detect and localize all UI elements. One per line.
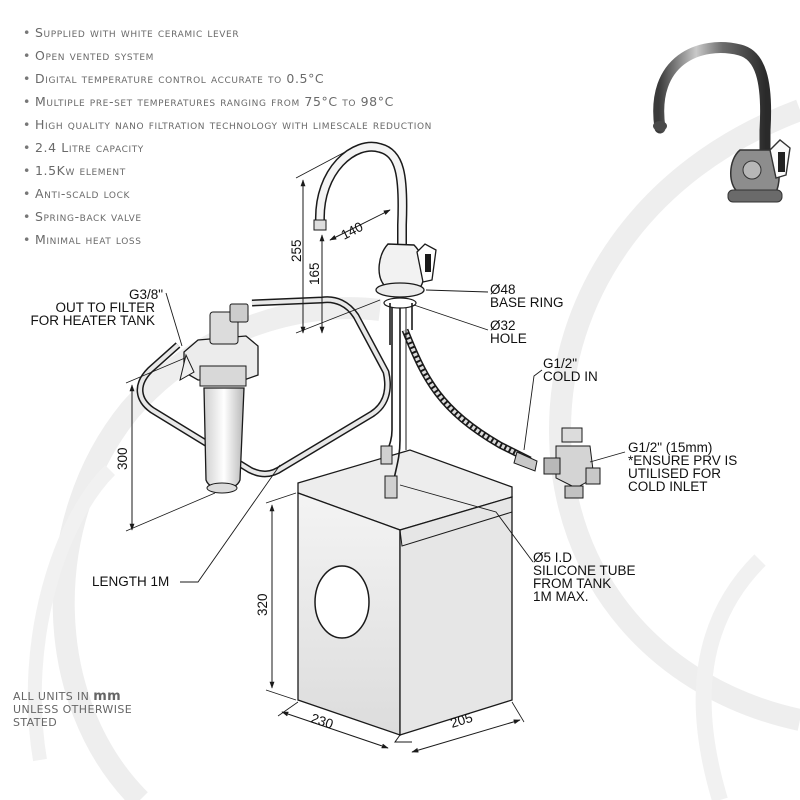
callout-hose-length: LENGTH 1M <box>92 574 169 589</box>
bullet-icon: • <box>23 71 31 86</box>
feature-text: Open vented system <box>35 48 154 63</box>
units-note-text: stated <box>13 716 58 729</box>
units-note: all units in mm unless otherwise stated <box>13 690 132 729</box>
bullet-icon: • <box>23 232 31 247</box>
dim-tank-depth: 205 <box>448 710 474 731</box>
bullet-icon: • <box>23 163 31 178</box>
feature-item: • Spring-back valve <box>23 208 432 231</box>
bullet-icon: • <box>23 209 31 224</box>
callout-line: G3/8" <box>129 287 163 302</box>
bullet-icon: • <box>23 48 31 63</box>
braided-hose <box>136 296 391 478</box>
feature-text: Digital temperature control accurate to … <box>35 71 325 86</box>
tank-display-window <box>314 565 370 639</box>
base-ring <box>375 282 425 298</box>
tap-photo <box>653 42 791 203</box>
dim-filter-height: 300 <box>115 447 130 470</box>
leader-lines <box>165 289 626 583</box>
callout-line: COLD INLET <box>628 479 708 494</box>
callout-line: Ø48 <box>490 282 516 297</box>
callout-hole: Ø32 HOLE <box>490 318 527 346</box>
callout-line: Ø32 <box>490 318 516 333</box>
callout-line: FOR HEATER TANK <box>30 313 155 328</box>
callout-line: OUT TO FILTER <box>55 300 155 315</box>
callout-cold-in: G1/2" COLD IN <box>543 356 598 384</box>
feature-item: • Supplied with white ceramic lever <box>23 24 432 47</box>
callout-line: COLD IN <box>543 369 598 384</box>
callout-line: BASE RING <box>490 295 564 310</box>
callout-line: G1/2" (15mm) <box>628 440 712 455</box>
callout-base-ring: Ø48 BASE RING <box>490 282 564 310</box>
bullet-icon: • <box>23 140 31 155</box>
callout-line: FROM TANK <box>533 576 611 591</box>
feature-item: • Anti-scald lock <box>23 185 432 208</box>
callout-line: Ø5 I.D <box>533 550 572 565</box>
dimension-lines <box>125 151 525 753</box>
feature-text: Supplied with white ceramic lever <box>35 25 240 40</box>
callout-line: 1M MAX. <box>533 589 589 604</box>
bullet-icon: • <box>23 94 31 109</box>
feature-text: 1.5Kw element <box>35 163 126 178</box>
bullet-icon: • <box>23 117 31 132</box>
callout-silicone-tube: Ø5 I.D SILICONE TUBE FROM TANK 1M MAX. <box>533 550 636 604</box>
callout-prv: G1/2" (15mm) *ENSURE PRV IS UTILISED FOR… <box>628 440 737 494</box>
bullet-icon: • <box>23 186 31 201</box>
feature-text: Spring-back valve <box>35 209 142 224</box>
feature-item: • Open vented system <box>23 47 432 70</box>
prv-valve <box>543 427 601 499</box>
water-filter <box>179 303 259 494</box>
dim-outlet-height: 165 <box>307 262 322 285</box>
callout-filter-outlet: G3/8" OUT TO FILTER FOR HEATER TANK <box>30 287 163 328</box>
cold-in-hose <box>401 328 538 472</box>
units-note-text: all units in <box>13 690 90 703</box>
dim-spout-height: 255 <box>289 239 304 262</box>
callout-line: SILICONE TUBE <box>533 563 636 578</box>
callout-line: UTILISED FOR <box>628 466 721 481</box>
feature-item: • 2.4 Litre capacity <box>23 139 432 162</box>
units-note-text: unless otherwise <box>13 703 133 716</box>
heater-tank <box>297 449 513 743</box>
dim-spout-reach: 140 <box>339 219 366 243</box>
dim-tank-height: 320 <box>255 593 270 616</box>
feature-text: Multiple pre-set temperatures ranging fr… <box>35 94 394 109</box>
dim-tank-width: 230 <box>309 711 335 732</box>
feature-item: • Digital temperature control accurate to… <box>23 70 432 93</box>
feature-text: 2.4 Litre capacity <box>35 140 144 155</box>
callout-line: HOLE <box>490 331 527 346</box>
feature-item: • Multiple pre-set temperatures ranging f… <box>23 93 432 116</box>
feature-item: • High quality nano filtration technology… <box>23 116 432 139</box>
tap-drawing <box>313 141 437 345</box>
feature-text: Anti-scald lock <box>35 186 130 201</box>
units-note-unit: mm <box>93 689 122 704</box>
feature-text: High quality nano filtration technology … <box>35 117 432 132</box>
feature-list: • Supplied with white ceramic lever • Open… <box>23 24 432 254</box>
feature-item: • 1.5Kw element <box>23 162 432 185</box>
supply-lines <box>380 300 407 499</box>
feature-text: Minimal heat loss <box>35 232 142 247</box>
callout-line: G1/2" <box>543 356 577 371</box>
callout-line: *ENSURE PRV IS <box>628 453 737 468</box>
bullet-icon: • <box>23 25 31 40</box>
feature-item: • Minimal heat loss <box>23 231 432 254</box>
